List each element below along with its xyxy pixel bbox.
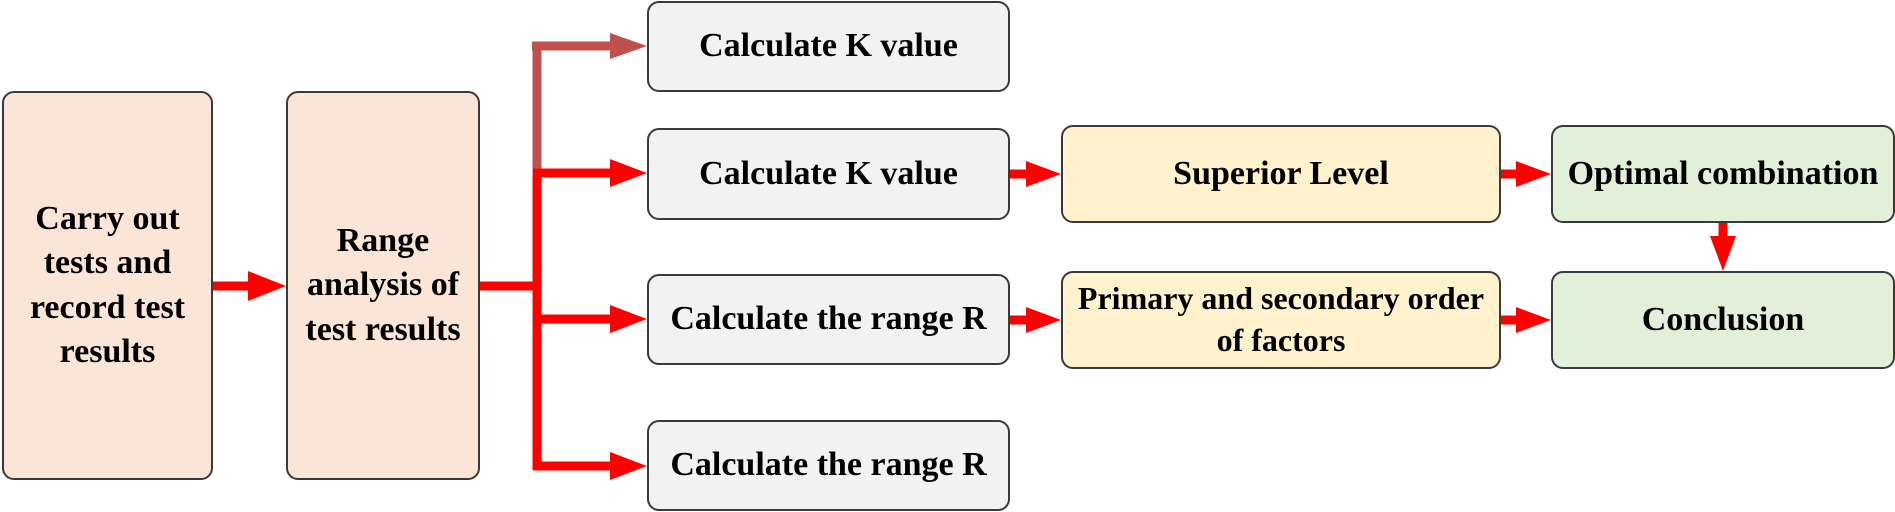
node-calculate-k-value-2: Calculate K value	[647, 128, 1010, 220]
arrow-superior-to-optimal	[1497, 161, 1551, 187]
node-factor-order: Primary and secondary order of factors	[1061, 271, 1501, 369]
arrow-range-to-k-value-1	[532, 33, 647, 176]
arrow-k-value-to-superior-level	[1005, 161, 1061, 187]
node-label: Superior Level	[1173, 154, 1389, 192]
arrow-tests-to-range	[210, 271, 286, 301]
node-range-analysis: Range analysis of test results	[286, 91, 480, 480]
node-label: Conclusion	[1641, 300, 1805, 338]
node-label: Calculate the range R	[670, 446, 987, 484]
arrow-range-to-range-r-1	[533, 305, 647, 333]
arrow-range-to-k-value-2	[533, 159, 647, 187]
node-label: Primary and secondary order of factors	[1077, 280, 1485, 358]
node-carry-out-tests: Carry out tests and record test results	[2, 91, 213, 480]
node-calculate-range-r-1: Calculate the range R	[647, 274, 1010, 365]
node-label: Range analysis of test results	[305, 222, 461, 348]
node-label: Calculate the range R	[670, 300, 987, 338]
node-calculate-k-value-1: Calculate K value	[647, 1, 1010, 92]
node-calculate-range-r-2: Calculate the range R	[647, 420, 1010, 511]
node-label: Calculate K value	[699, 154, 958, 192]
node-label: Calculate K value	[699, 27, 958, 65]
node-optimal-combination: Optimal combination	[1551, 125, 1895, 223]
arrow-range-r-to-factor-order	[1005, 307, 1061, 333]
node-conclusion: Conclusion	[1551, 271, 1895, 369]
node-label: Carry out tests and record test results	[29, 200, 186, 370]
arrow-optimal-to-conclusion	[1710, 218, 1736, 271]
node-label: Optimal combination	[1567, 154, 1879, 192]
node-superior-level: Superior Level	[1061, 125, 1501, 223]
arrow-range-to-range-r-2	[533, 452, 647, 480]
connector-range-trunk	[476, 173, 542, 470]
arrow-factor-order-to-conclusion	[1497, 307, 1551, 333]
